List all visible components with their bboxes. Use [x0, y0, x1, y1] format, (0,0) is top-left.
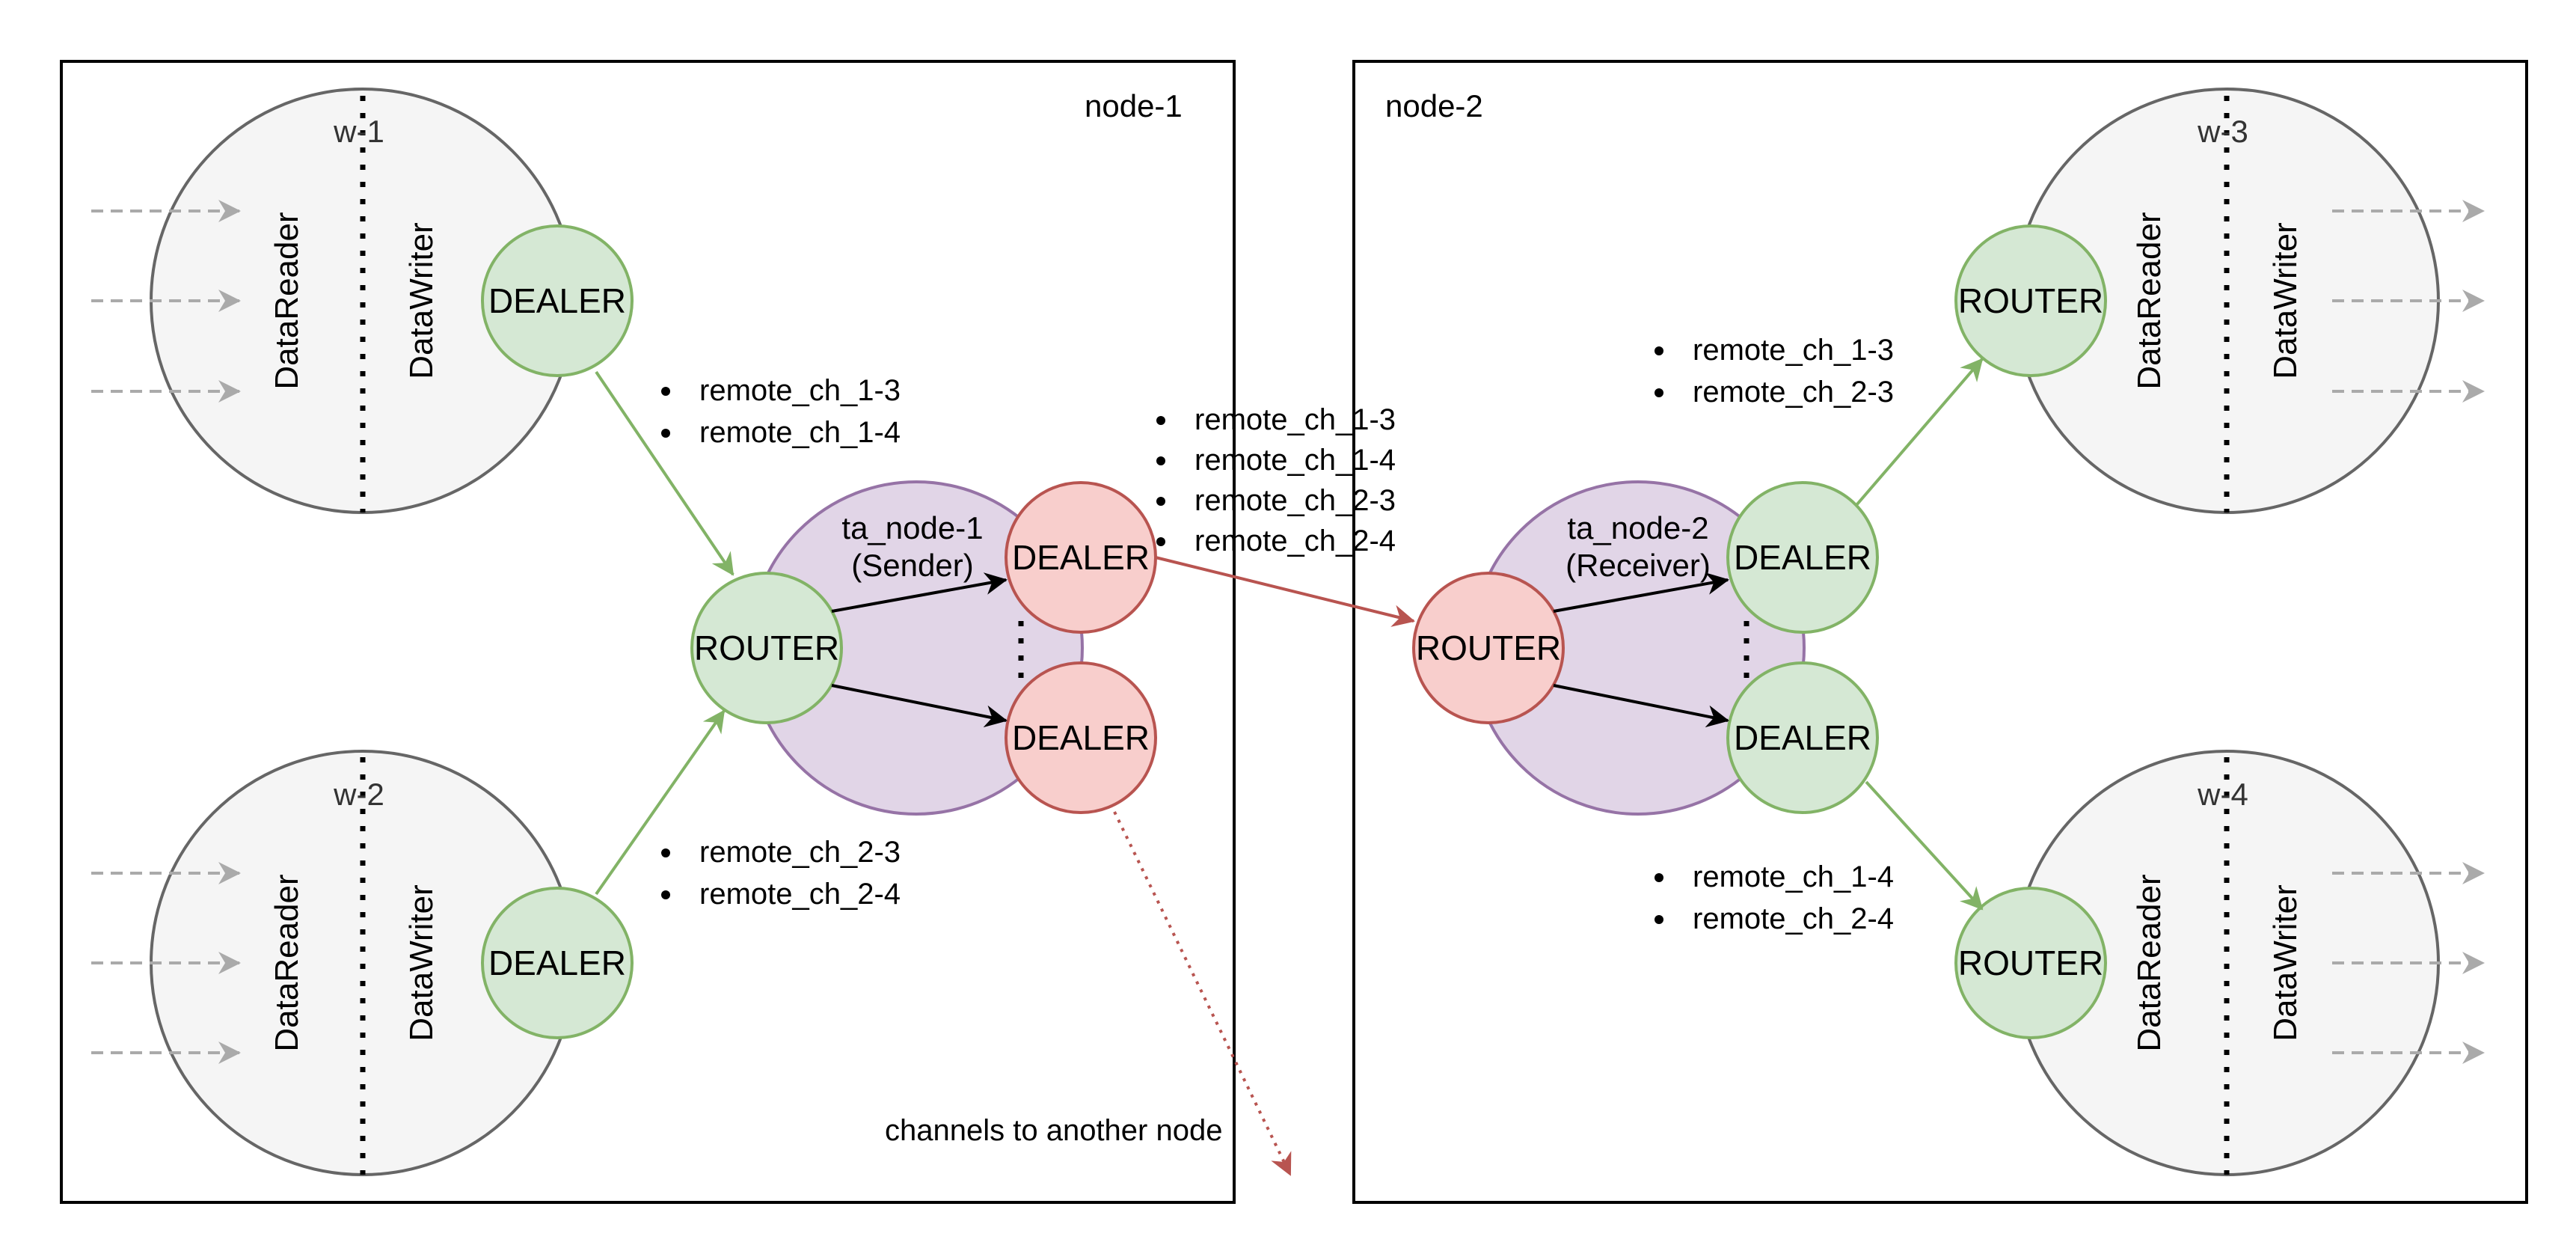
bullet-dot — [1156, 456, 1165, 465]
arrow-ta2-router-to-dealer-top — [1553, 572, 1729, 613]
other-node-note: channels to another node — [885, 1114, 1222, 1147]
worker-w2-writer: DataWriter — [403, 884, 440, 1041]
channel-item: remote_ch_2-3 — [699, 836, 901, 869]
worker-w4: w-4 DataReader DataWriter ROUTER — [1954, 750, 2485, 1176]
bullet-dot — [1156, 497, 1165, 506]
channel-list-w1: remote_ch_1-3 remote_ch_1-4 — [661, 374, 901, 449]
channel-list-w3: remote_ch_1-3 remote_ch_2-3 — [1655, 334, 1894, 409]
arrow-ta2-router-to-dealer-bottom — [1553, 684, 1729, 728]
channel-item: remote_ch_2-3 — [1195, 484, 1396, 517]
node-2-label: node-2 — [1385, 88, 1483, 123]
bullet-dot — [1655, 346, 1663, 355]
worker-w4-writer: DataWriter — [2267, 884, 2304, 1041]
ta-node-1: ta_node-1 (Sender) ROUTER DEALER DEALER — [690, 480, 1157, 816]
ta-node-2-dealer-top-label: DEALER — [1734, 538, 1871, 577]
ta-node-2-router — [1412, 572, 1565, 724]
worker-w1-label: w-1 — [333, 114, 384, 149]
channel-list-inter-node: remote_ch_1-3 remote_ch_1-4 remote_ch_2-… — [1156, 403, 1396, 557]
bullet-dot — [1655, 873, 1663, 882]
arrow-ta2-to-w3 — [1855, 358, 1984, 507]
arrow-w1-to-ta1 — [595, 370, 735, 576]
ta-node-1-router — [690, 572, 843, 724]
worker-w4-router — [1954, 887, 2107, 1039]
bullet-dot — [1156, 537, 1165, 546]
worker-w1-dealer-label: DEALER — [488, 281, 626, 320]
channel-item: remote_ch_1-4 — [699, 416, 901, 449]
ta-node-2-dealer-top — [1726, 481, 1879, 634]
worker-w1-writer: DataWriter — [403, 222, 440, 379]
worker-w1: w-1 DataReader DataWriter DEALER — [91, 88, 634, 514]
worker-w2-label: w-2 — [333, 777, 384, 812]
channel-item: remote_ch_2-4 — [1693, 902, 1894, 935]
ta-node-2-router-label: ROUTER — [1416, 629, 1561, 667]
worker-w4-label: w-4 — [2197, 777, 2248, 812]
worker-w2-reader: DataReader — [269, 874, 305, 1051]
node-1-label: node-1 — [1085, 88, 1183, 123]
channel-item: remote_ch_1-4 — [1195, 444, 1396, 477]
bullet-dot — [661, 429, 670, 438]
bullet-dot — [661, 848, 670, 857]
worker-w2: w-2 DataReader DataWriter DEALER — [91, 750, 634, 1176]
channel-item: remote_ch_1-3 — [1693, 334, 1894, 367]
arrow-ta1-router-to-dealer-top — [831, 572, 1008, 613]
bullet-dot — [1156, 416, 1165, 425]
worker-w3-label: w-3 — [2197, 114, 2248, 149]
worker-w1-reader: DataReader — [269, 212, 305, 389]
worker-w4-reader: DataReader — [2131, 874, 2168, 1051]
channel-item: remote_ch_1-3 — [699, 374, 901, 407]
worker-w3: w-3 DataReader DataWriter ROUTER — [1954, 88, 2485, 514]
arrow-ta1-router-to-dealer-bottom — [831, 684, 1008, 728]
ta-node-2-dealer-bottom — [1726, 661, 1879, 814]
bullet-dot — [1655, 915, 1663, 924]
channel-list-w2: remote_ch_2-3 remote_ch_2-4 — [661, 836, 901, 911]
channel-item: remote_ch_2-4 — [699, 878, 901, 911]
worker-w2-dealer-label: DEALER — [488, 944, 626, 982]
worker-w1-dealer — [481, 224, 634, 377]
worker-w4-router-label: ROUTER — [1958, 944, 2103, 982]
arrow-w2-to-ta1 — [595, 709, 726, 896]
bullet-dot — [1655, 388, 1663, 397]
connections — [595, 358, 1984, 1176]
ta-node-1-name: ta_node-1 — [841, 510, 983, 545]
ta-node-2-role: (Receiver) — [1565, 548, 1711, 583]
channel-item: remote_ch_1-4 — [1693, 860, 1894, 893]
ta-node-1-dealer-bottom-label: DEALER — [1012, 718, 1150, 757]
ta-node-1-dealer-top-label: DEALER — [1012, 538, 1150, 577]
channel-item: remote_ch_1-3 — [1195, 403, 1396, 436]
worker-w3-router — [1954, 224, 2107, 377]
channel-item: remote_ch_2-3 — [1693, 376, 1894, 409]
arrow-ta1-to-ta2 — [1155, 556, 1415, 627]
worker-w3-writer: DataWriter — [2267, 222, 2304, 379]
bullet-dot — [661, 387, 670, 396]
worker-w2-dealer — [481, 887, 634, 1039]
channel-list-w4: remote_ch_1-4 remote_ch_2-4 — [1655, 860, 1894, 935]
channel-item: remote_ch_2-4 — [1195, 525, 1396, 557]
ta-node-1-dealer-bottom — [1005, 661, 1157, 814]
bullet-dot — [661, 890, 670, 899]
ta-node-2-name: ta_node-2 — [1567, 510, 1708, 545]
arrow-ta2-to-w4 — [1865, 780, 1984, 911]
ta-node-1-role: (Sender) — [851, 548, 973, 583]
ta-node-1-router-label: ROUTER — [694, 629, 839, 667]
worker-w3-reader: DataReader — [2131, 212, 2168, 389]
ta-node-2: ta_node-2 (Receiver) ROUTER DEALER DEALE… — [1412, 480, 1879, 816]
ta-node-2-dealer-bottom-label: DEALER — [1734, 718, 1871, 757]
worker-w3-router-label: ROUTER — [1958, 281, 2103, 320]
